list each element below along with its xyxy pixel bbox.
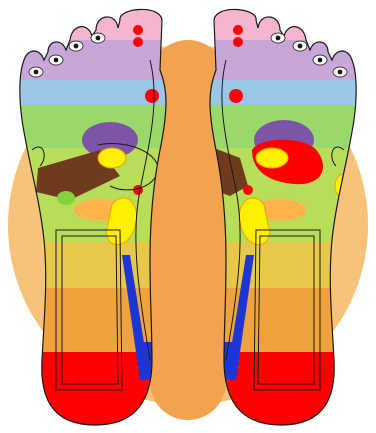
red-point xyxy=(229,89,243,103)
eye-pupil xyxy=(276,36,281,41)
red-point xyxy=(233,37,243,47)
toe-eye-mark xyxy=(49,55,63,65)
toe-eye-mark xyxy=(69,41,83,51)
red-point xyxy=(233,25,243,35)
toe-eye-mark xyxy=(29,67,43,77)
eye-pupil xyxy=(96,36,101,41)
toe-eye-mark xyxy=(91,33,105,43)
eye-pupil xyxy=(318,58,323,63)
eye-pupil xyxy=(34,70,39,75)
organ-green-shape xyxy=(57,191,75,205)
red-point xyxy=(133,185,143,195)
eye-pupil xyxy=(298,44,303,49)
organ-yellow-shape xyxy=(256,148,288,168)
toe-eye-mark xyxy=(313,55,327,65)
red-point xyxy=(133,37,143,47)
toe-eye-mark xyxy=(333,67,347,77)
eye-pupil xyxy=(338,70,343,75)
red-point xyxy=(243,185,253,195)
organ-yellow-shape xyxy=(98,148,126,168)
eye-pupil xyxy=(74,44,79,49)
eye-pupil xyxy=(54,58,59,63)
ball-zone xyxy=(0,80,188,106)
red-point xyxy=(145,89,159,103)
toe-eye-mark xyxy=(271,33,285,43)
ball-zone xyxy=(188,80,376,106)
toe-eye-mark xyxy=(293,41,307,51)
red-point xyxy=(133,25,143,35)
